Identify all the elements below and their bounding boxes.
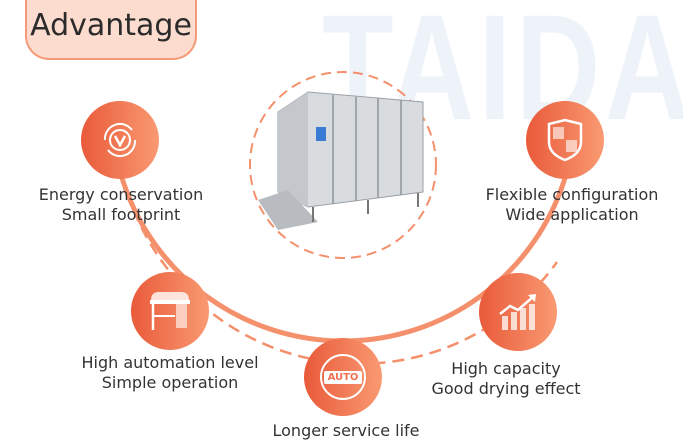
dryer-machine-image: [258, 91, 424, 230]
capacity-badge: [479, 273, 557, 351]
feature-line: Good drying effect: [431, 379, 581, 398]
feature-line: Flexible configuration: [485, 185, 659, 204]
shield-icon: [547, 118, 583, 162]
feature-line: Longer service life: [272, 421, 420, 440]
product-dashed-ring: [249, 71, 437, 259]
feature-line: Simple operation: [101, 373, 239, 392]
feature-energy-label: Energy conservation Small footprint: [39, 185, 204, 225]
title-banner: Advantage: [25, 0, 197, 60]
feature-line: High capacity: [451, 359, 561, 378]
energy-cycle-icon: [103, 122, 137, 158]
feature-line: Wide application: [505, 205, 639, 224]
feature-flexible-label: Flexible configuration Wide application: [486, 185, 659, 225]
feature-capacity-label: High capacity Good drying effect: [431, 359, 580, 399]
energy-badge: [81, 101, 159, 179]
growth-chart-icon: [499, 294, 536, 330]
feature-line: High automation level: [81, 353, 259, 372]
feature-service-life-label: Longer service life: [273, 421, 420, 441]
auto-badge-icon: AUTO: [320, 354, 366, 400]
feature-automation-label: High automation level Simple operation: [81, 353, 258, 393]
feature-line: Energy conservation: [38, 185, 204, 204]
feature-line: Small footprint: [61, 205, 181, 224]
automation-badge: [131, 272, 209, 350]
machine-cabinet-icon: [150, 292, 190, 330]
flexible-badge: [526, 101, 604, 179]
service-life-badge: AUTO: [304, 338, 382, 416]
page-title: Advantage: [30, 8, 192, 43]
auto-badge-text: AUTO: [323, 370, 363, 384]
